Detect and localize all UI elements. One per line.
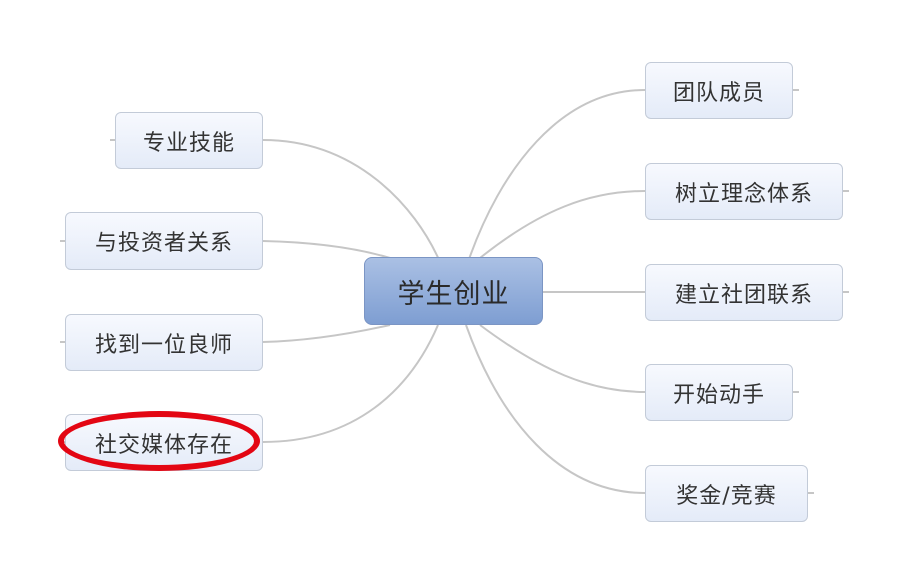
link-prize <box>465 324 646 494</box>
branch-club-connections[interactable]: 建立社团联系 <box>645 264 843 321</box>
branch-label: 社交媒体存在 <box>94 432 233 458</box>
branch-team-members[interactable]: 团队成员 <box>645 62 793 119</box>
branch-label: 与投资者关系 <box>94 231 233 256</box>
branch-label: 树立理念体系 <box>674 181 813 207</box>
link-skills <box>252 139 441 263</box>
branch-label: 开始动手 <box>672 382 765 408</box>
branch-label: 团队成员 <box>672 80 765 106</box>
branch-philosophy[interactable]: 树立理念体系 <box>645 163 843 220</box>
link-start <box>479 324 646 393</box>
branch-find-mentor[interactable]: 找到一位良师 <box>65 314 263 371</box>
link-team <box>467 89 646 263</box>
branch-label: 专业技能 <box>142 130 235 156</box>
branch-label: 找到一位良师 <box>94 332 233 358</box>
branch-professional-skills[interactable]: 专业技能 <box>115 112 263 169</box>
link-investors <box>262 240 391 259</box>
branch-social-media[interactable]: 社交媒体存在 <box>65 414 263 471</box>
link-mentor <box>262 324 391 343</box>
branch-investor-relations[interactable]: 与投资者关系 <box>65 212 263 270</box>
central-topic[interactable]: 学生创业 <box>364 257 543 325</box>
central-topic-label: 学生创业 <box>397 278 510 310</box>
branch-label: 奖金/竞赛 <box>676 483 777 509</box>
branch-prize-competition[interactable]: 奖金/竞赛 <box>645 465 808 522</box>
link-social <box>262 324 439 443</box>
branch-label: 建立社团联系 <box>674 282 813 308</box>
link-philosophy <box>479 190 646 259</box>
branch-get-started[interactable]: 开始动手 <box>645 364 793 421</box>
